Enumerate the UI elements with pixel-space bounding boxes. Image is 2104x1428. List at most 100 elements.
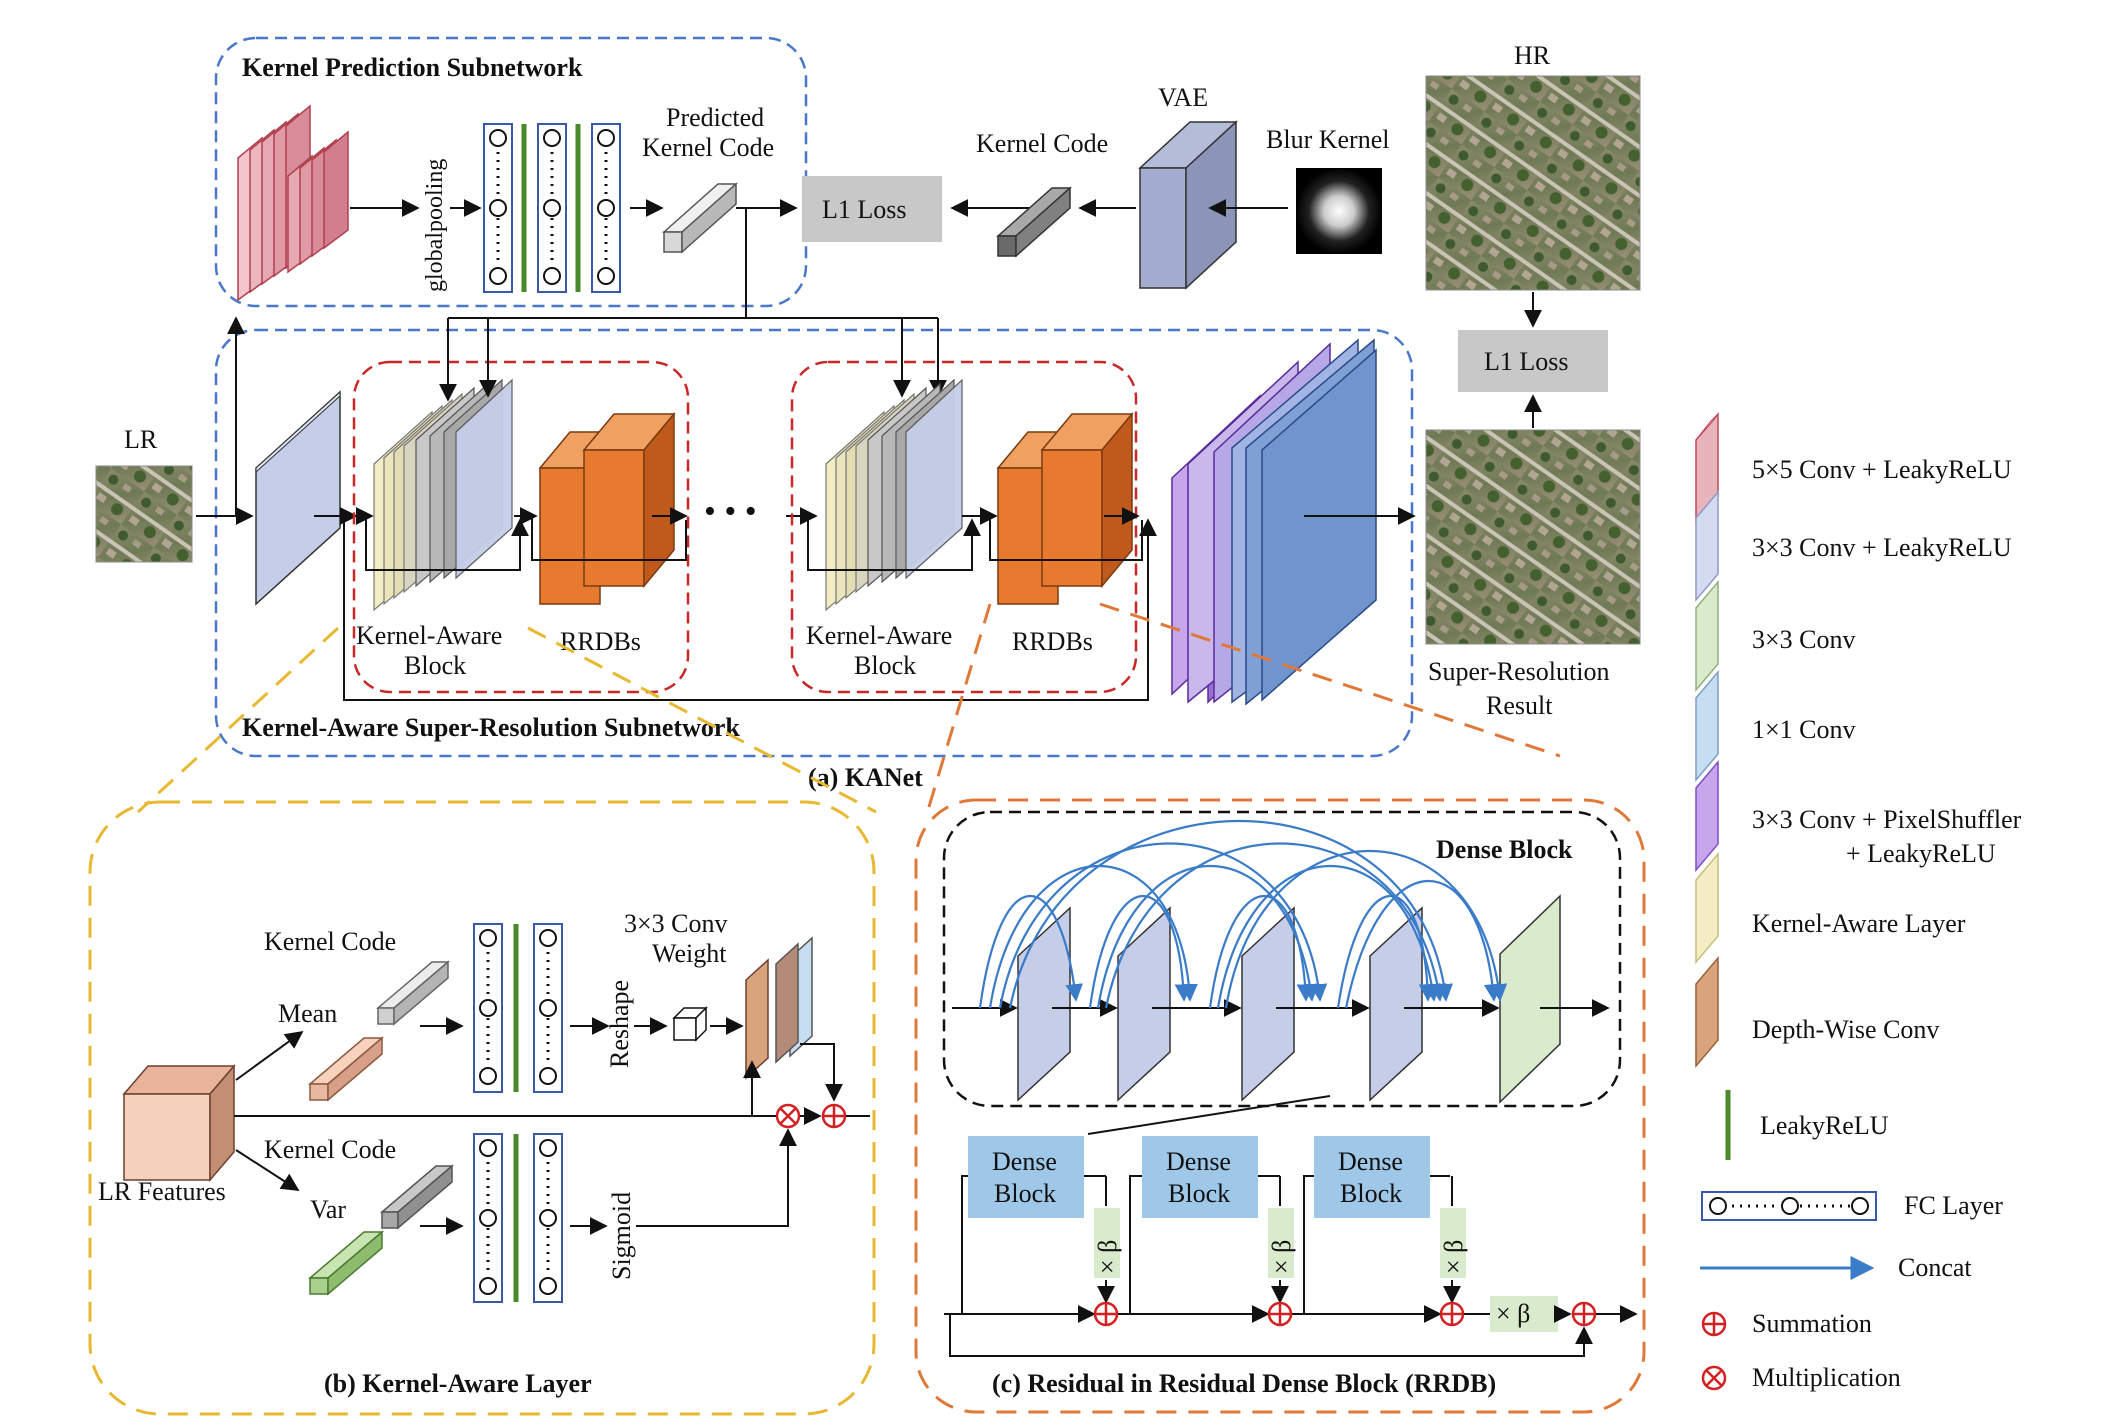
rrdb-dense-block-1: Dense Block: [968, 1136, 1084, 1218]
predicted-label-1: Predicted: [666, 103, 764, 132]
kernel-prediction-region: [214, 36, 808, 308]
legend-item-5x5-conv: 5×5 Conv + LeakyReLU: [1695, 411, 2012, 525]
kanet-caption: (a) KANet: [808, 763, 923, 792]
hr-image: [1425, 75, 1641, 291]
vae-label: VAE: [1158, 83, 1208, 112]
kernel-code-rod-mean: [375, 960, 451, 1026]
svg-text:Concat: Concat: [1898, 1253, 1972, 1282]
predicted-label-2: Kernel Code: [642, 133, 774, 162]
sr-result-label-2: Result: [1486, 691, 1553, 720]
kernel-prediction-title: Kernel Prediction Subnetwork: [242, 53, 583, 82]
svg-text:× β: × β: [1496, 1299, 1530, 1328]
upsampling-stack: [1171, 338, 1377, 706]
svg-text:Block: Block: [994, 1179, 1056, 1208]
kp-conv-stack: [237, 104, 349, 302]
lr-features-label: LR Features: [98, 1177, 226, 1206]
conv-weight-label-2: Weight: [652, 939, 727, 968]
legend-item-3x3-conv: 3×3 Conv: [1695, 579, 1856, 693]
legend-item-concat: Concat: [1700, 1253, 1972, 1282]
svg-text:Dense: Dense: [992, 1147, 1057, 1176]
svg-text:LeakyReLU: LeakyReLU: [1760, 1111, 1889, 1140]
globalpooling-label: globalpooling: [422, 159, 448, 292]
kernel-code-label-mean: Kernel Code: [264, 927, 396, 956]
summation-node: [821, 1103, 847, 1129]
kernel-aware-layer-region: [88, 800, 876, 1416]
legend-item-leakyrelu: LeakyReLU: [1725, 1090, 1889, 1160]
beta-scale-1: × β: [1093, 1208, 1122, 1278]
legend-item-3x3-conv-leaky: 3×3 Conv + LeakyReLU: [1695, 489, 2012, 603]
kab-label-2a: Kernel-Aware: [806, 621, 952, 650]
kernel-aware-sr-title: Kernel-Aware Super-Resolution Subnetwork: [242, 713, 740, 742]
l1-loss-label-top: L1 Loss: [822, 195, 907, 224]
legend-item-kernel-aware-layer: Kernel-Aware Layer: [1695, 851, 1966, 965]
kab-rrdb-region-2: [790, 360, 1138, 694]
legend-item-pixelshuffler: 3×3 Conv + PixelShuffler + LeakyReLU: [1695, 759, 2022, 873]
vae-block: [1138, 120, 1238, 290]
kab-label-1b: Block: [404, 651, 466, 680]
svg-text:Dense: Dense: [1166, 1147, 1231, 1176]
kab-rrdb-region-1: [352, 360, 690, 694]
multiplication-node: [775, 1103, 801, 1129]
sigmoid-label: Sigmoid: [607, 1192, 636, 1280]
conv-weight-label-1: 3×3 Conv: [624, 909, 728, 938]
hr-label: HR: [1514, 41, 1551, 70]
legend-item-multiplication: Multiplication: [1701, 1363, 1901, 1392]
kernel-aware-block-2: [825, 378, 963, 612]
rrdb-blocks-2: [996, 411, 1134, 605]
svg-text:3×3 Conv + PixelShuffler: 3×3 Conv + PixelShuffler: [1752, 805, 2022, 834]
kernel-code-label-top: Kernel Code: [976, 129, 1108, 158]
legend-item-fc-layer: FC Layer: [1701, 1191, 2003, 1221]
depthwise-conv-block: [745, 936, 813, 1080]
sr-result-image: [1425, 429, 1641, 645]
legend-item-depthwise-conv: Depth-Wise Conv: [1695, 955, 1939, 1069]
dots-label: • • •: [704, 493, 757, 530]
fc-layers-var: [473, 1133, 563, 1303]
svg-text:Kernel-Aware Layer: Kernel-Aware Layer: [1752, 909, 1966, 938]
kernel-code-rod: [996, 186, 1072, 258]
svg-text:× β: × β: [1093, 1240, 1122, 1274]
kernel-code-rod-var: [379, 1164, 455, 1230]
dense-concat-arcs: [978, 819, 1508, 1009]
legend-item-1x1-conv: 1×1 Conv: [1695, 669, 1856, 783]
svg-text:Depth-Wise Conv: Depth-Wise Conv: [1752, 1015, 1939, 1044]
svg-text:FC Layer: FC Layer: [1904, 1191, 2003, 1220]
l1-loss-label-right: L1 Loss: [1484, 347, 1569, 376]
blur-kernel-label: Blur Kernel: [1266, 125, 1389, 154]
dense-block-title: Dense Block: [1436, 835, 1573, 864]
svg-text:Summation: Summation: [1752, 1309, 1872, 1338]
first-conv-block: [255, 390, 341, 606]
kab-label-2b: Block: [854, 651, 916, 680]
rrdb-sum-1: [1093, 1301, 1119, 1327]
rrdb-blocks-1: [538, 411, 676, 605]
sr-result-label-1: Super-Resolution: [1428, 657, 1609, 686]
beta-scale-2: × β: [1267, 1208, 1296, 1278]
predicted-kernel-code-rod: [662, 182, 738, 254]
lr-image: [95, 465, 193, 563]
kernel-aware-block-1: [373, 378, 513, 612]
svg-text:Block: Block: [1168, 1179, 1230, 1208]
reshape-label: Reshape: [605, 980, 634, 1068]
kernel-code-label-var: Kernel Code: [264, 1135, 396, 1164]
svg-text:1×1 Conv: 1×1 Conv: [1752, 715, 1856, 744]
svg-text:3×3 Conv: 3×3 Conv: [1752, 625, 1856, 654]
rrdb-sum-3: [1439, 1301, 1465, 1327]
var-label: Var: [310, 1195, 346, 1224]
svg-text:Block: Block: [1340, 1179, 1402, 1208]
rrdb-dense-block-2: Dense Block: [1142, 1136, 1258, 1218]
l1-loss-box-top: [802, 176, 942, 242]
legend-item-summation: Summation: [1701, 1309, 1872, 1338]
lr-features-cube: [122, 1063, 236, 1183]
l1-loss-box-right: [1458, 330, 1608, 392]
kernel-aware-layer-caption: (b) Kernel-Aware Layer: [324, 1369, 592, 1398]
dense-conv-layers: [1017, 894, 1561, 1104]
beta-scale-3: × β: [1439, 1208, 1468, 1278]
lr-label: LR: [124, 425, 158, 454]
dense-block-region: [942, 810, 1622, 1108]
svg-text:Dense: Dense: [1338, 1147, 1403, 1176]
mean-label: Mean: [278, 999, 337, 1028]
svg-text:Multiplication: Multiplication: [1752, 1363, 1901, 1392]
beta-scale-final: × β: [1490, 1296, 1558, 1332]
rrdb-sum-2: [1267, 1301, 1293, 1327]
var-rod: [307, 1230, 385, 1296]
